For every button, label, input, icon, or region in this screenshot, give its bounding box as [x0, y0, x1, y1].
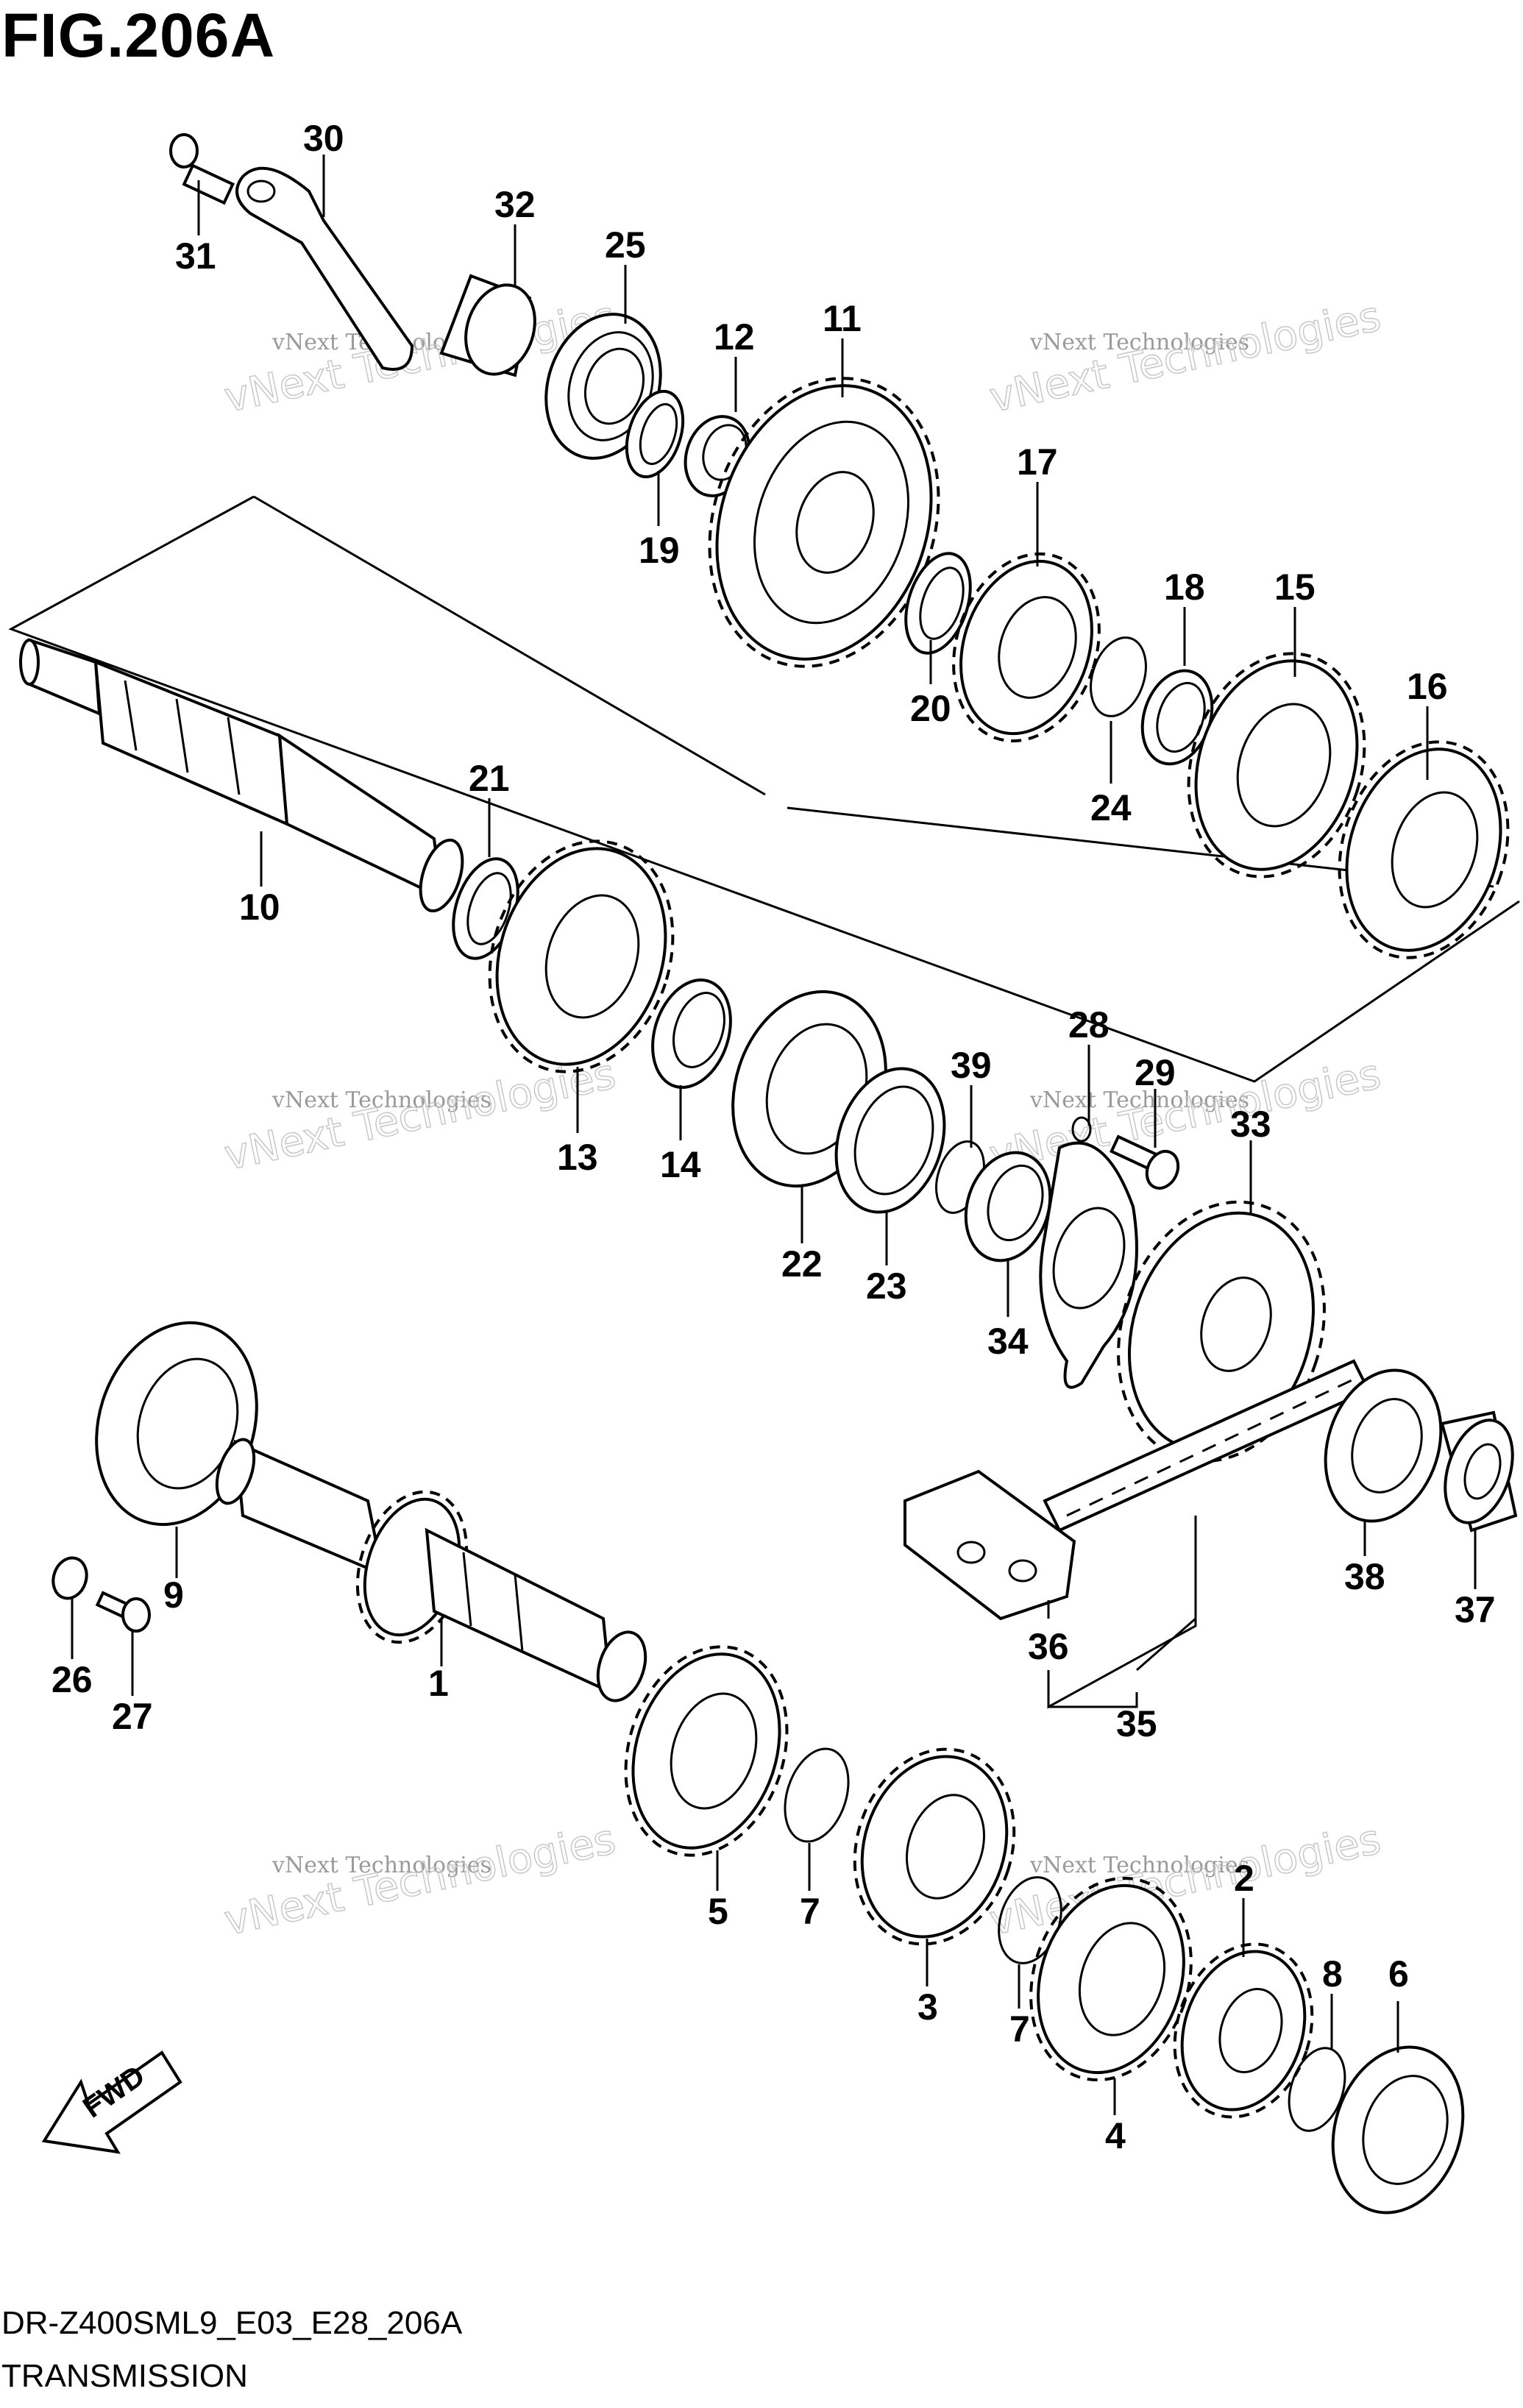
circlip-7-upper	[784, 1747, 850, 1843]
callout-25: 25	[605, 224, 646, 266]
diagram-name: TRANSMISSION	[1, 2358, 248, 2394]
callout-33: 33	[1230, 1104, 1271, 1145]
plate-28	[1039, 1116, 1138, 1389]
callout-2: 2	[1234, 1858, 1254, 1899]
circlip-8	[1288, 2047, 1346, 2132]
callout-32: 32	[494, 184, 536, 225]
gear-16	[1338, 740, 1510, 959]
watermark-text: vNext Technologies	[985, 293, 1385, 422]
callout-7-lower: 7	[1009, 2009, 1030, 2050]
lock-washer-38	[1324, 1368, 1443, 1523]
callout-31: 31	[175, 235, 216, 277]
nut-37	[1440, 1410, 1518, 1532]
watermark-text: vNext Technologies	[985, 1816, 1385, 1945]
callout-39: 39	[951, 1045, 992, 1086]
callout-18: 18	[1164, 567, 1205, 608]
callout-8: 8	[1322, 1953, 1343, 1995]
callout-34: 34	[987, 1321, 1029, 1362]
callout-26: 26	[52, 1659, 93, 1700]
screw-27	[95, 1591, 151, 1633]
callout-7: 7	[800, 1891, 820, 1932]
gear-11	[708, 377, 940, 668]
gear-13	[488, 839, 675, 1073]
washer-19	[625, 389, 685, 479]
oil-seal-23	[834, 1067, 946, 1214]
bolt-29	[1110, 1134, 1180, 1190]
plate-26	[52, 1556, 88, 1600]
leader-lines	[71, 155, 1477, 2115]
callout-14: 14	[660, 1144, 701, 1185]
callout-35: 35	[1116, 1703, 1157, 1744]
countershaft-10	[19, 638, 464, 913]
callout-4: 4	[1105, 2115, 1126, 2156]
figure-title: FIG.206A	[1, 1, 276, 70]
gear-2	[1173, 1942, 1314, 2119]
chain-joint-36	[903, 1469, 1076, 1621]
callout-5: 5	[708, 1891, 728, 1932]
callout-1: 1	[428, 1663, 449, 1704]
washer-20	[904, 552, 972, 655]
callout-36: 36	[1028, 1626, 1069, 1667]
screw-31	[169, 133, 235, 205]
circlip-24	[1090, 636, 1147, 717]
watermark-text: vNext Technologies	[220, 1816, 620, 1945]
main-shaft-1	[215, 1438, 647, 1702]
callout-17: 17	[1017, 441, 1058, 483]
callout-29: 29	[1135, 1052, 1176, 1093]
gear-3	[853, 1747, 1016, 1946]
callout-19: 19	[639, 530, 680, 571]
callout-11: 11	[823, 298, 862, 339]
callout-20: 20	[910, 688, 951, 729]
watermark-text: vNext Technologies	[1029, 1087, 1249, 1113]
callout-30: 30	[303, 118, 344, 159]
stopper-arm-30	[235, 166, 414, 371]
callout-6: 6	[1388, 1953, 1409, 1995]
sprocket-33	[1117, 1200, 1326, 1463]
callout-23: 23	[866, 1265, 907, 1307]
watermark-text: vNext Technologies	[985, 1051, 1385, 1180]
callout-16: 16	[1407, 666, 1448, 707]
fwd-arrow-icon: FWD	[41, 2050, 182, 2154]
callout-10: 10	[239, 887, 280, 928]
watermark-text: vNext Technologies	[1029, 1853, 1249, 1878]
callout-22: 22	[781, 1243, 823, 1285]
callout-28: 28	[1068, 1004, 1110, 1045]
gear-15	[1187, 652, 1366, 878]
bushing-14	[651, 979, 732, 1089]
watermark-text: vNext Technologies	[271, 1087, 491, 1113]
gear-5	[624, 1645, 789, 1857]
bearing-6	[1331, 2045, 1465, 2215]
callout-3: 3	[917, 1986, 938, 2028]
washer-18	[1140, 669, 1214, 766]
callout-37: 37	[1455, 1589, 1496, 1630]
callout-numbers: 30 31 32 25 12 11 19 17 20 18 15 16 24 2…	[52, 118, 1496, 2156]
callout-12: 12	[714, 316, 755, 358]
callout-13: 13	[557, 1137, 598, 1178]
callout-9: 9	[163, 1574, 184, 1616]
watermark-text: vNext Technologies	[1029, 330, 1249, 355]
callout-38: 38	[1344, 1556, 1385, 1597]
diagram-code: DR-Z400SML9_E03_E28_206A	[1, 2305, 463, 2341]
callout-15: 15	[1274, 567, 1316, 608]
callout-24: 24	[1090, 787, 1132, 828]
watermark-text: vNext Technologies	[271, 1853, 491, 1878]
callout-21: 21	[469, 758, 510, 799]
callout-27: 27	[112, 1696, 153, 1737]
